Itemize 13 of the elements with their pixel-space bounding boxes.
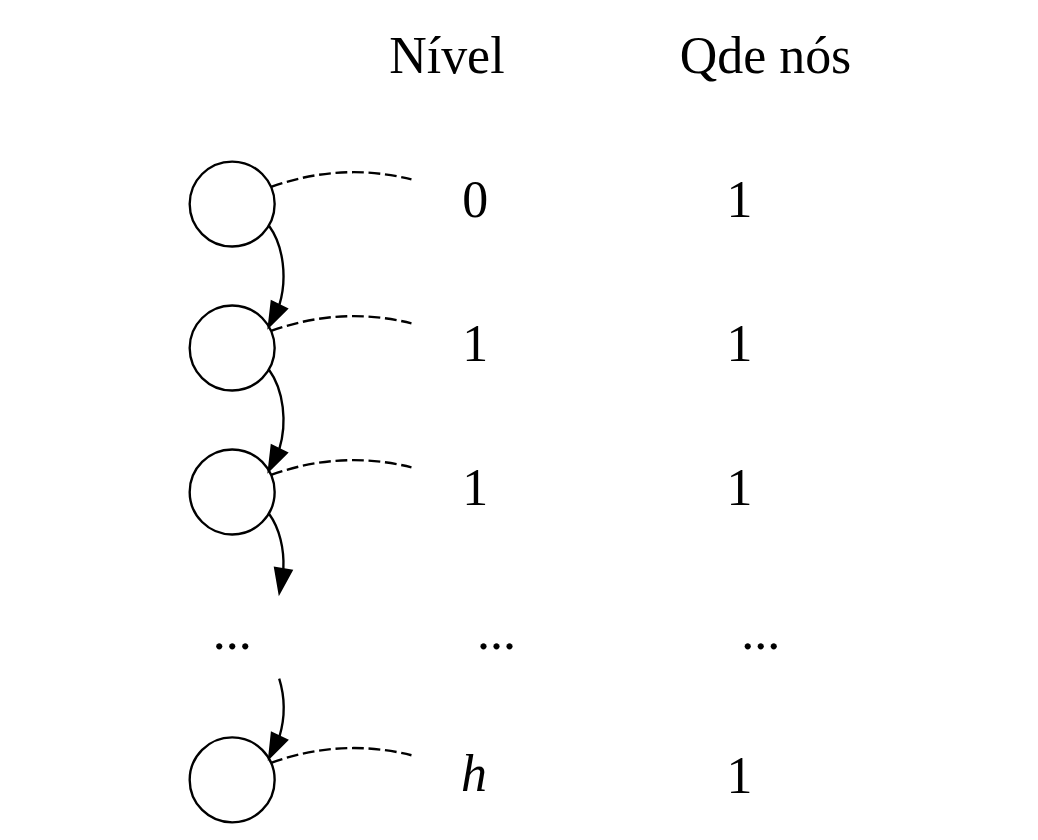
node-text: h (460, 744, 487, 802)
label: 1 (726, 315, 753, 373)
node-text: ... (212, 603, 252, 661)
label: Nível (388, 27, 505, 85)
label: Qde nós (679, 27, 851, 85)
node-text: 1 (461, 315, 488, 373)
label: 1 (726, 459, 753, 517)
label: 1 (726, 747, 753, 805)
node-text: 1 (461, 459, 488, 517)
label: ... (740, 603, 780, 661)
node-text: 0 (461, 171, 488, 229)
label: ... (476, 603, 516, 661)
label: 1 (726, 171, 753, 229)
